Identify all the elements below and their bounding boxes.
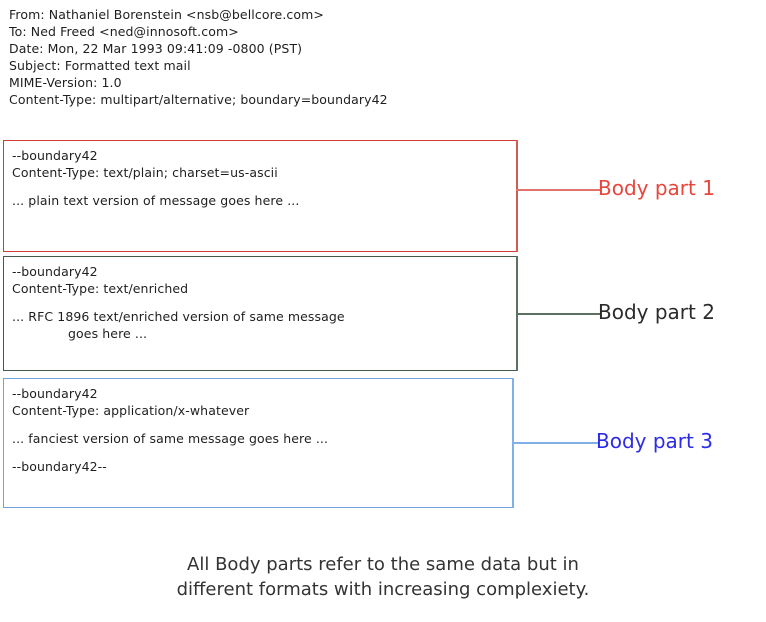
mail-header-subject: Subject: Formatted text mail [9, 58, 191, 73]
body-part-3-blank-line-2 [12, 447, 513, 458]
mail-header-mime-version: MIME-Version: 1.0 [9, 75, 122, 90]
body-part-3-box: --boundary42 Content-Type: application/x… [3, 378, 514, 508]
body-part-3-closing-boundary-line: --boundary42-- [12, 459, 107, 474]
body-part-1-blank-line [12, 181, 517, 192]
body-part-1-content-line: ... plain text version of message goes h… [12, 193, 300, 208]
body-part-1-callout: Body part 1 [516, 140, 766, 255]
mail-header-from: From: Nathaniel Borenstein <nsb@bellcore… [9, 7, 324, 22]
body-part-2-content-type-line: Content-Type: text/enriched [12, 281, 189, 296]
body-part-2-content-line: ... RFC 1896 text/enriched version of sa… [12, 309, 345, 324]
body-part-1-content-type-line: Content-Type: text/plain; charset=us-asc… [12, 165, 278, 180]
body-part-2-callout-horizontal-line [516, 313, 600, 315]
body-part-3-callout: Body part 3 [512, 378, 762, 510]
body-part-3-content-type-line: Content-Type: application/x-whatever [12, 403, 250, 418]
body-part-2-boundary-line: --boundary42 [12, 264, 98, 279]
body-part-2-callout: Body part 2 [516, 256, 766, 374]
body-part-1-callout-horizontal-line [516, 189, 600, 191]
body-part-1-box: --boundary42 Content-Type: text/plain; c… [3, 140, 518, 252]
body-part-2-box: --boundary42 Content-Type: text/enriched… [3, 256, 518, 371]
mail-header-content-type: Content-Type: multipart/alternative; bou… [9, 92, 388, 107]
figure-caption: All Body parts refer to the same data bu… [0, 552, 766, 602]
body-part-2-blank-line [12, 297, 517, 308]
body-part-3-content-line: ... fanciest version of same message goe… [12, 431, 329, 446]
body-part-3-callout-horizontal-line [512, 442, 598, 444]
figure-caption-line-1: All Body parts refer to the same data bu… [187, 554, 579, 575]
body-part-1-boundary-line: --boundary42 [12, 148, 98, 163]
body-part-1-callout-label: Body part 1 [598, 176, 715, 200]
mail-header-to: To: Ned Freed <ned@innosoft.com> [9, 24, 239, 39]
body-part-3-callout-label: Body part 3 [596, 429, 713, 453]
body-part-1-callout-vertical-line [516, 140, 518, 252]
mail-header-date: Date: Mon, 22 Mar 1993 09:41:09 -0800 (P… [9, 41, 303, 56]
body-part-2-content-line-cont: goes here ... [68, 326, 148, 341]
figure-caption-line-2: different formats with increasing comple… [176, 579, 590, 600]
body-part-3-boundary-line: --boundary42 [12, 386, 98, 401]
body-part-2-callout-label: Body part 2 [598, 300, 715, 324]
mail-header-block: From: Nathaniel Borenstein <nsb@bellcore… [9, 6, 529, 108]
body-part-3-blank-line-1 [12, 419, 513, 430]
